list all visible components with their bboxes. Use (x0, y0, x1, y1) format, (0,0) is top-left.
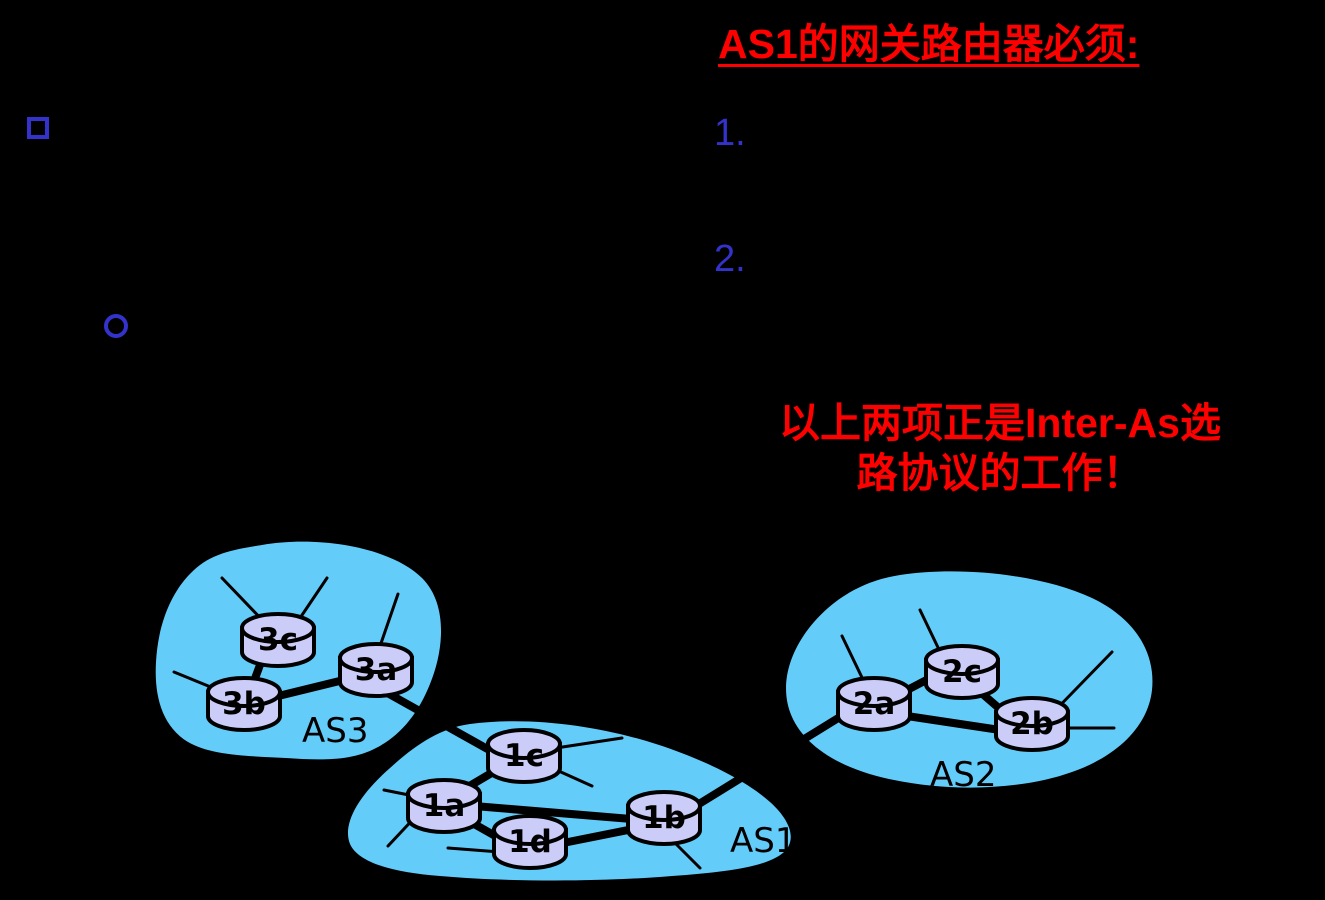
router-3b-label: 3b (222, 686, 266, 722)
list-item-2: 2. (714, 238, 746, 280)
router-2b[interactable]: 2b (994, 696, 1070, 752)
router-1d[interactable]: 1d (492, 814, 568, 870)
list-item-1: 1. (714, 112, 746, 154)
router-1a-label: 1a (423, 788, 466, 824)
router-3b[interactable]: 3b (206, 676, 282, 732)
circle-bullet-icon (104, 314, 128, 338)
as1-label: AS1 (730, 821, 796, 861)
as3-label: AS3 (302, 711, 368, 751)
router-3a[interactable]: 3a (338, 642, 414, 698)
conclusion-line-2: 路协议的工作！ (856, 450, 1144, 497)
conclusion-text: 以上两项正是Inter-As选 路协议的工作！ (710, 398, 1290, 498)
square-bullet-icon (27, 117, 49, 139)
conclusion-line-1: 以上两项正是Inter-As选 (779, 400, 1221, 446)
router-1b-label: 1b (642, 800, 686, 836)
as2-label: AS2 (930, 755, 996, 795)
router-3c[interactable]: 3c (240, 612, 316, 668)
router-2a[interactable]: 2a (836, 676, 912, 732)
router-3a-label: 3a (355, 652, 398, 688)
router-2b-label: 2b (1010, 706, 1054, 742)
inter-as-link-1b-2a (682, 708, 852, 816)
router-1a[interactable]: 1a (406, 778, 482, 834)
router-1b[interactable]: 1b (626, 790, 702, 846)
slide-title: AS1的网关路由器必须: (718, 21, 1140, 67)
router-1c[interactable]: 1c (486, 728, 562, 784)
router-1d-label: 1d (508, 824, 552, 860)
router-2c[interactable]: 2c (924, 644, 1000, 700)
router-1c-label: 1c (504, 738, 544, 774)
inter-as-link-3a-1c (378, 686, 504, 760)
router-2a-label: 2a (853, 686, 896, 722)
router-2c-label: 2c (942, 654, 982, 690)
router-3c-label: 3c (258, 622, 298, 658)
